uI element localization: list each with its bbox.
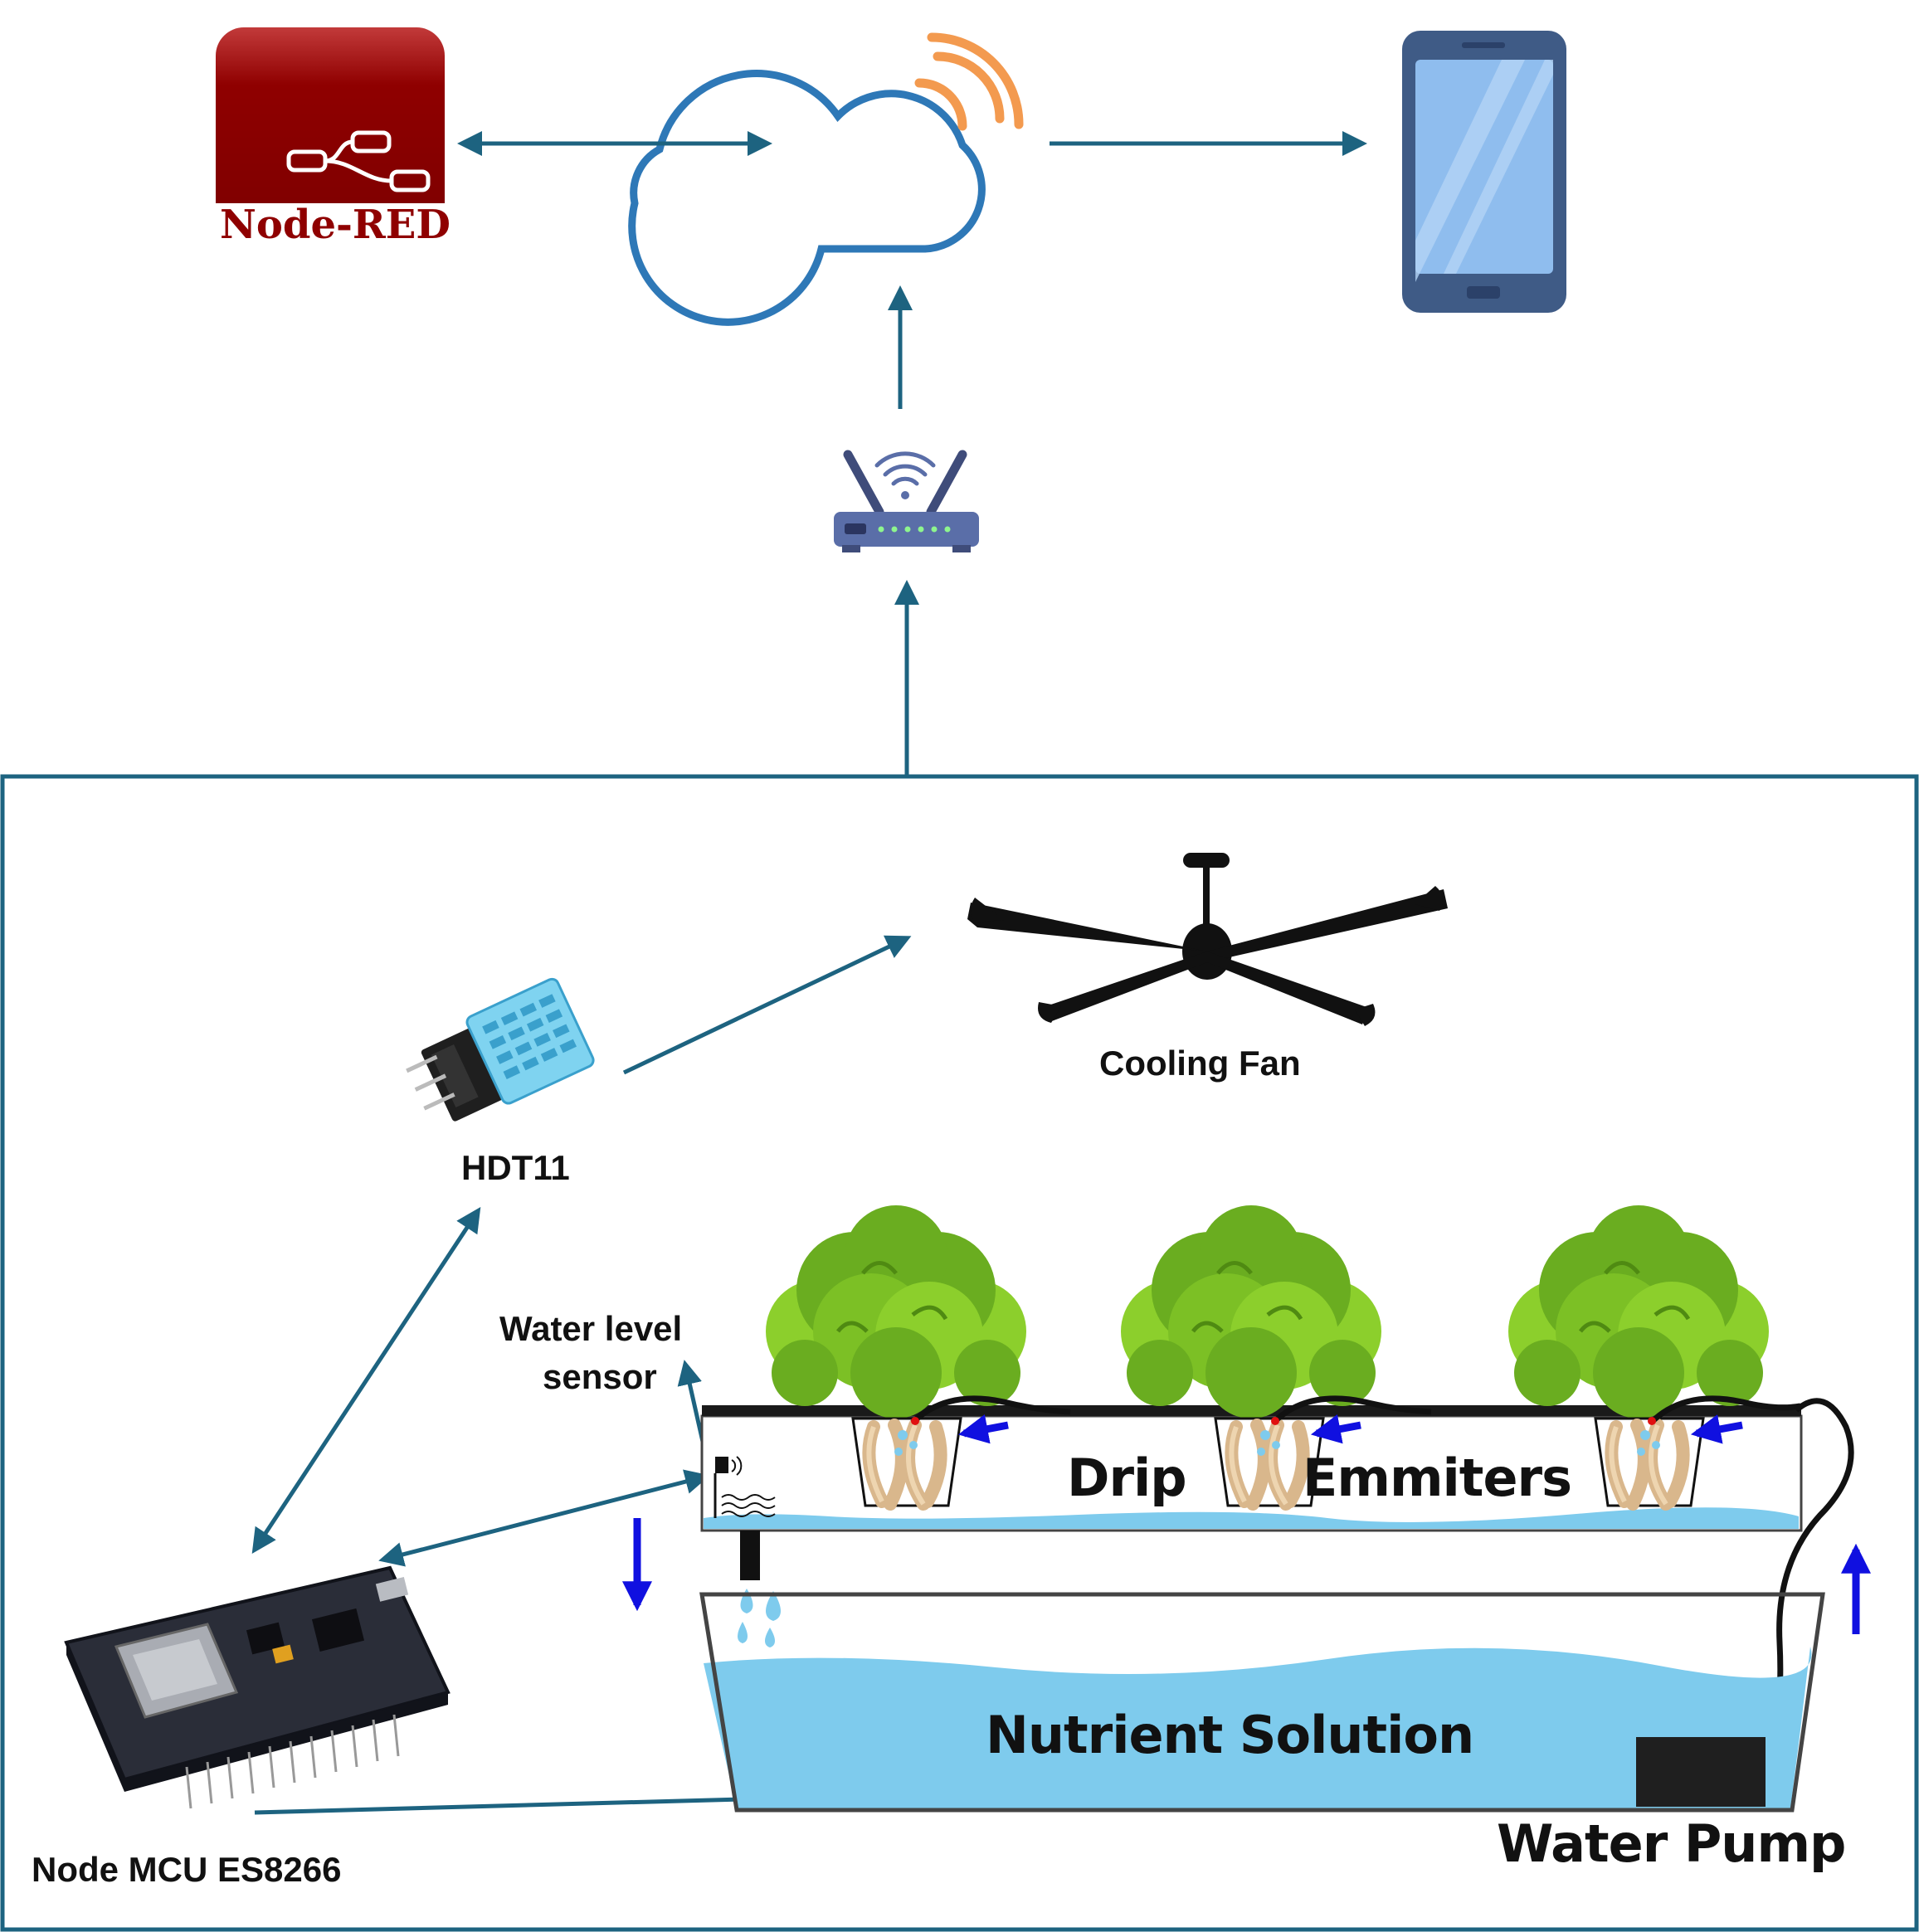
node-red-label: Node-RED <box>220 202 451 248</box>
mcu-label: Node MCU ES8266 <box>32 1850 342 1889</box>
drip-label: Drip <box>1067 1448 1187 1508</box>
water-level-label-line2: sensor <box>543 1357 657 1396</box>
cooling-fan-label: Cooling Fan <box>1099 1044 1301 1083</box>
sensor-to-fan-arrow <box>622 935 912 1075</box>
reservoir <box>699 1592 1825 1813</box>
emitters-label: Emmiters <box>1303 1448 1572 1508</box>
nutrient-solution-label: Nutrient Solution <box>986 1705 1474 1765</box>
network-connectors <box>457 131 1367 776</box>
drain-pipe <box>740 1531 760 1580</box>
local-system-frame <box>0 774 1919 1932</box>
water-pump-label: Water Pump <box>1497 1813 1846 1874</box>
mcu-water-level-arrow <box>378 1469 710 1567</box>
lettuce-plant-icon <box>766 1205 1769 1419</box>
drip-tubing <box>910 1395 1801 1425</box>
water-level-label-line1: Water level <box>499 1309 683 1348</box>
mcu-sensor-arrow <box>251 1206 481 1555</box>
ceiling-fan-icon <box>967 853 1448 1026</box>
sensor-label: HDT11 <box>461 1148 570 1187</box>
node-red-icon <box>216 27 445 258</box>
water-drops <box>738 1589 781 1647</box>
smartphone-icon <box>1402 31 1566 313</box>
cloud-wifi-icon <box>628 32 1024 326</box>
flow-arrows <box>622 1414 1871 1634</box>
water-level-sensor-icon <box>714 1456 776 1518</box>
dht11-sensor-icon <box>406 977 595 1122</box>
emitter-dots <box>911 1417 1656 1425</box>
nodemcu-board-icon <box>64 1565 451 1809</box>
router-icon <box>834 450 979 552</box>
water-pump-icon <box>1636 1737 1766 1807</box>
